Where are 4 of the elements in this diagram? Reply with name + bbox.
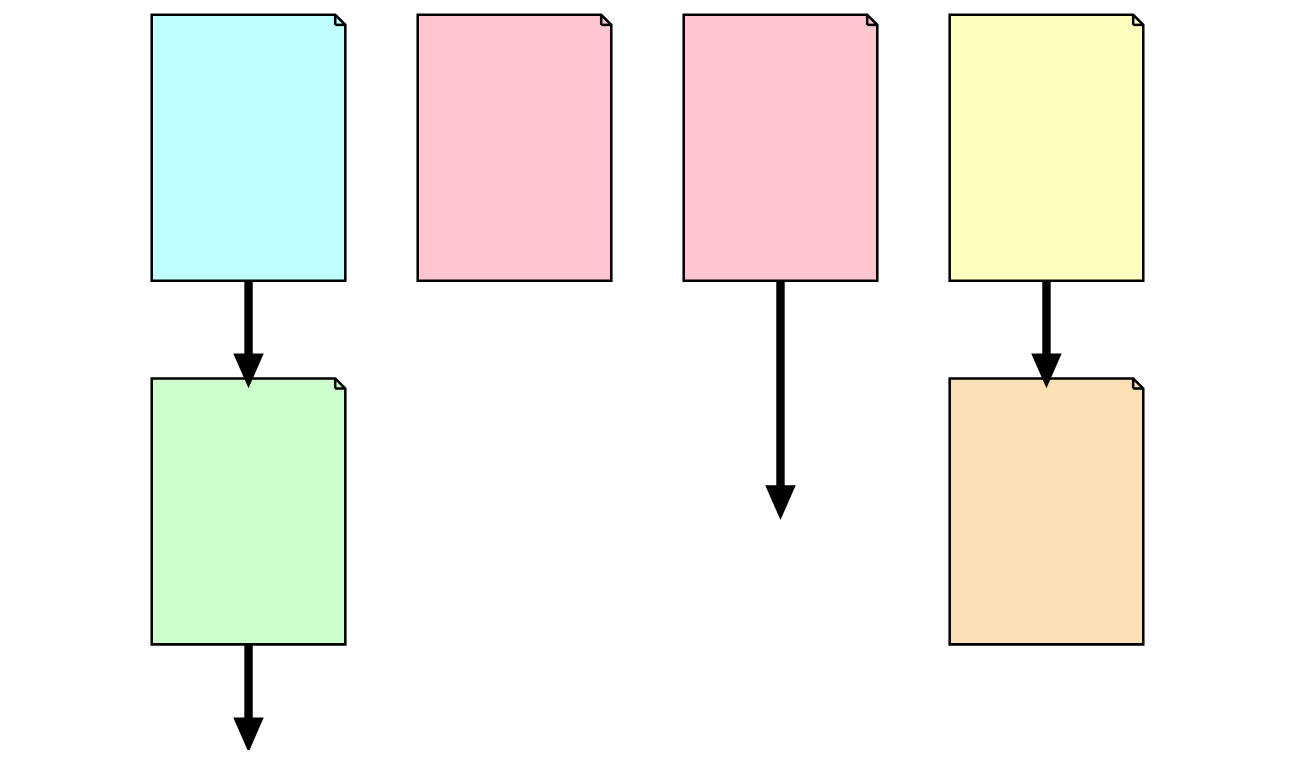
arrow	[232, 281, 264, 389]
arrow	[1030, 281, 1062, 389]
arrow	[232, 644, 264, 750]
arrow	[764, 281, 796, 521]
